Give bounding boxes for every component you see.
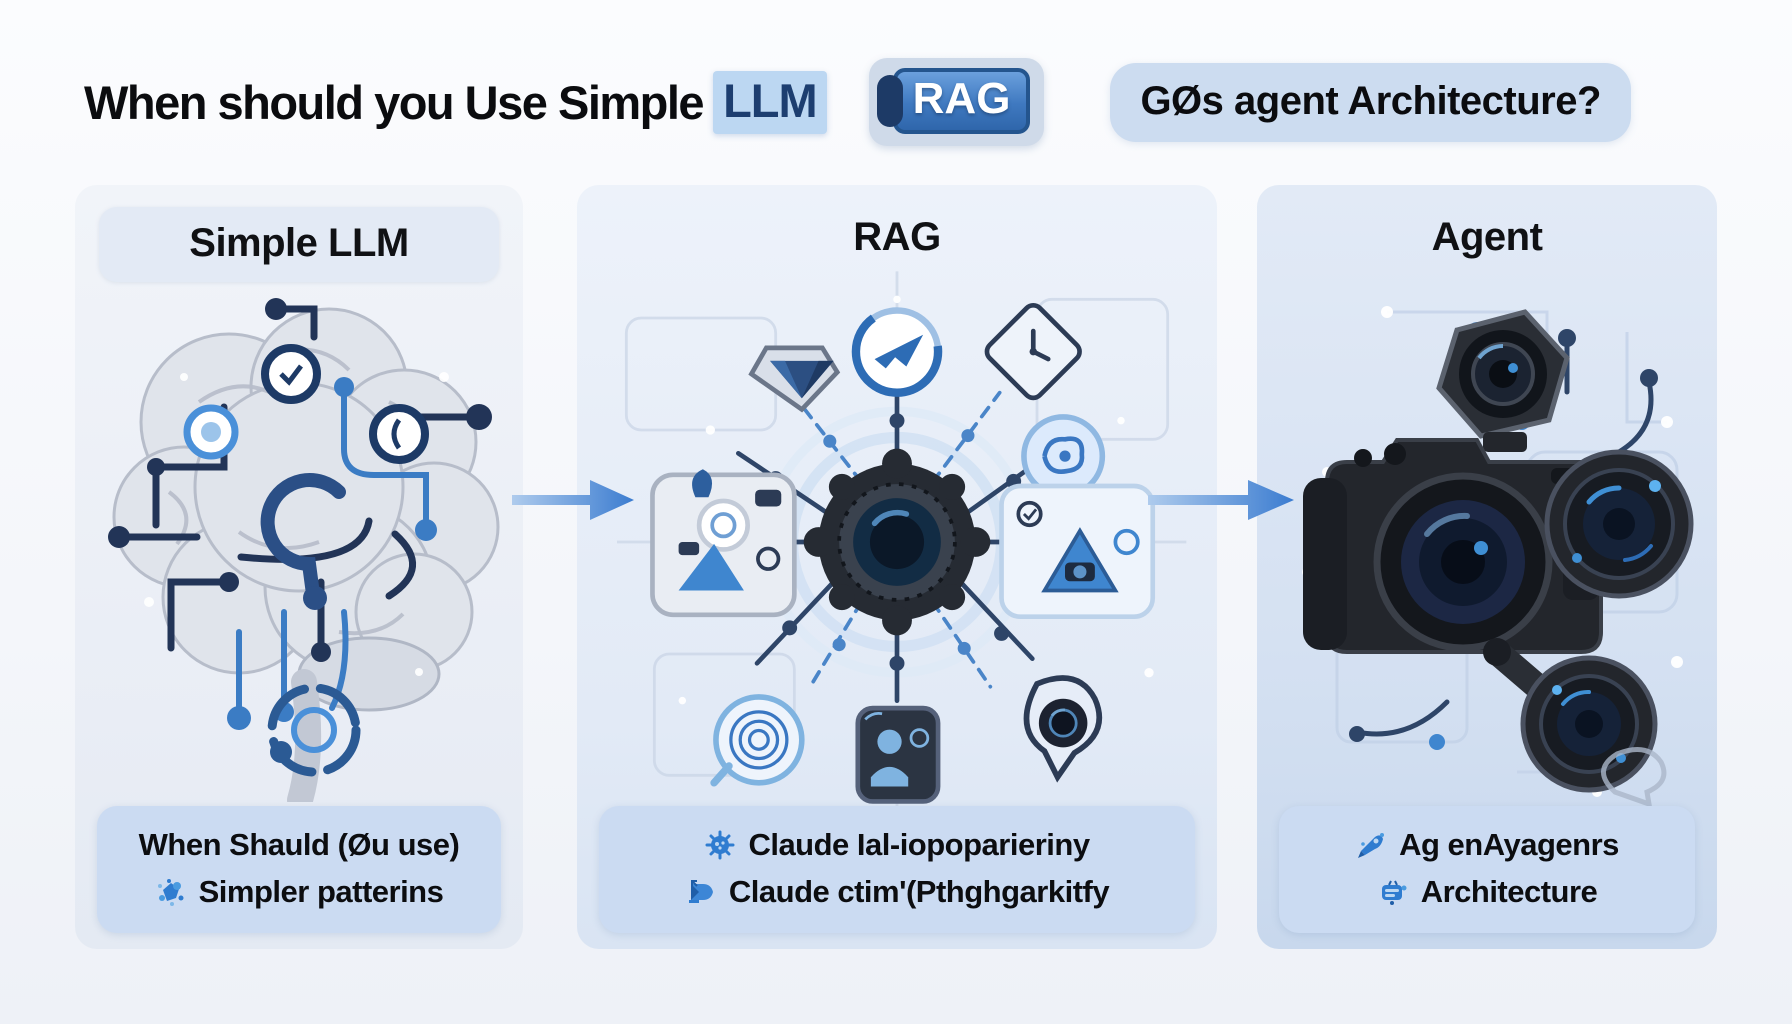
panel-rag-caption: Claude Ial-iopoparieriny Claude ctim'(Pt…: [599, 806, 1195, 933]
shield-lens-node: [1023, 675, 1103, 783]
caption-text: Ag enAyagenrs: [1399, 827, 1619, 862]
caption-line: Claude Ial-iopoparieriny: [613, 822, 1181, 869]
rag-badge-notch: [876, 75, 903, 127]
caption-line: Ag enAyagenrs: [1293, 822, 1681, 869]
caption-line: When Shauld (Øu use): [111, 822, 487, 869]
panel-simple-llm-caption: When Shauld (Øu use) Simpler patterins: [97, 806, 501, 933]
brain-circuit-illustration: [75, 275, 523, 809]
title-suffix: GØs agent Architecture?: [1140, 78, 1601, 123]
warning-cam-tile: [999, 483, 1156, 619]
panel-agent-title: Agent: [1431, 215, 1543, 259]
caption-text: Architecture: [1420, 873, 1598, 909]
central-hub: [803, 448, 991, 636]
round-lens-bottom: [1520, 655, 1658, 793]
rag-badge-container: RAG: [868, 58, 1045, 146]
flow-arrow-2: [1148, 480, 1294, 520]
caption-line: Simpler patterins: [111, 869, 487, 916]
caption-line: Claude ctim'(Pthghgarkitfy: [613, 869, 1181, 916]
paint-splat-icon: [157, 878, 184, 906]
caption-line: Architecture: [1293, 869, 1681, 916]
gear-burst-icon: [705, 830, 735, 860]
caption-text: Claude Ial-iopoparieriny: [748, 827, 1090, 862]
robot-box-icon: [1381, 880, 1407, 905]
fingerprint-node: [710, 694, 805, 787]
page-title: When should you Use Simple LLM RAG GØs a…: [84, 56, 1631, 148]
caption-text: Claude ctim'(Pthghgarkitfy: [728, 873, 1110, 909]
book-arrow-icon: [688, 879, 713, 903]
caption-text: When Shauld (Øu use): [138, 827, 460, 862]
panel-rag: RAG: [577, 185, 1217, 949]
panel-simple-llm-header-pill: Simple LLM: [99, 207, 499, 282]
round-lens-right: [1544, 449, 1694, 599]
panel-simple-llm-title: Simple LLM: [189, 221, 409, 265]
panel-agent: Agent: [1257, 185, 1717, 949]
brain-chip-node: [1021, 414, 1106, 499]
caption-text: Simpler patterins: [198, 873, 444, 909]
rocket-wrench-icon: [1358, 833, 1385, 859]
hex-lens: [1436, 309, 1570, 452]
gem-node: [748, 345, 841, 413]
title-prefix: When should you Use Simple: [84, 75, 705, 129]
camera-cluster-illustration: [1257, 275, 1717, 809]
person-tile: [855, 705, 941, 804]
title-suffix-box: GØs agent Architecture?: [1110, 62, 1631, 142]
llm-highlight-chip: LLM: [713, 70, 827, 134]
panel-agent-caption: Ag enAyagenrs Architecture: [1279, 806, 1695, 933]
hub-network-illustration: [577, 271, 1217, 822]
panel-simple-llm: Simple LLM: [75, 185, 523, 949]
paper-plane-node: [851, 306, 943, 397]
flow-arrow-1: [512, 480, 634, 520]
rag-badge: RAG: [892, 68, 1031, 134]
clock-node: [984, 302, 1082, 401]
image-search-tile: [650, 469, 797, 618]
panel-rag-title: RAG: [853, 215, 941, 259]
